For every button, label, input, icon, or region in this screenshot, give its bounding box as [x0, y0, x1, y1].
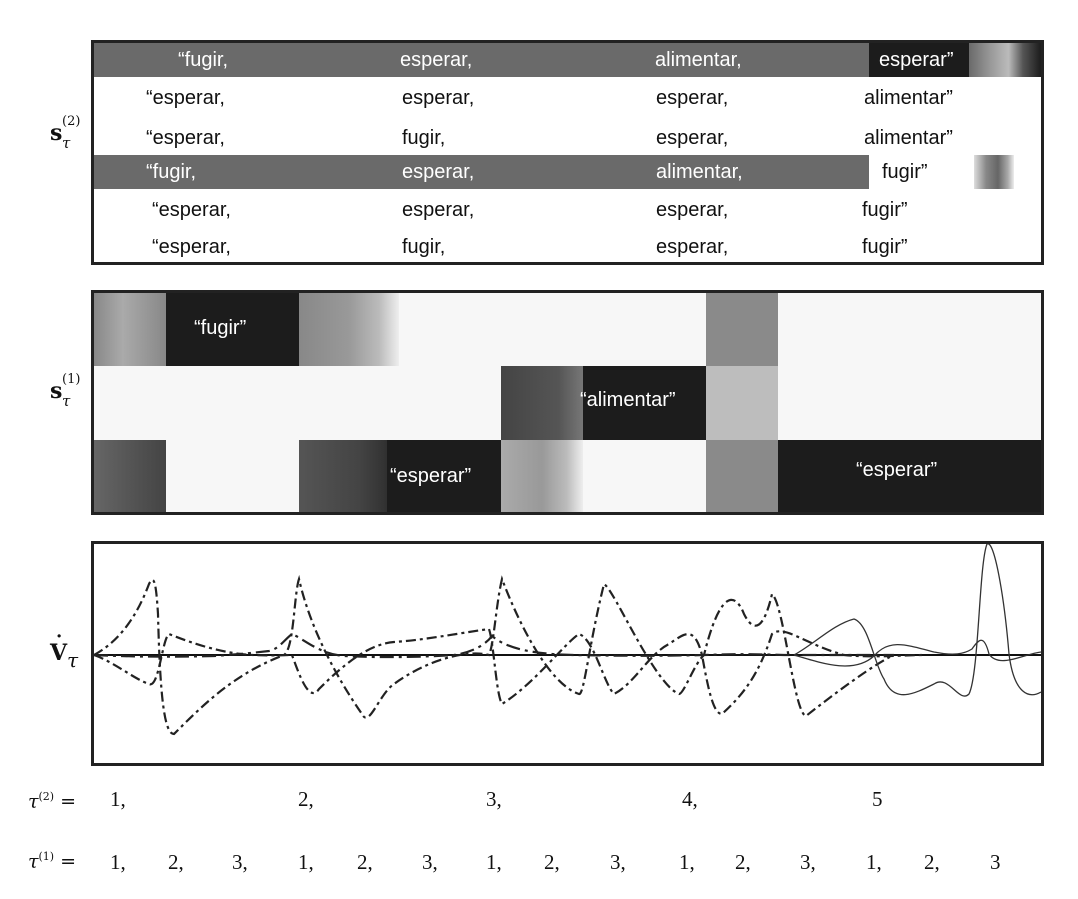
sequence-word: alimentar”: [864, 87, 953, 109]
sequence-row: “fugir, esperar, alimentar, esperar”: [94, 43, 1041, 77]
sequence-word: fugir,: [402, 236, 446, 258]
sequence-word: esperar,: [656, 87, 729, 109]
sequence-row: “esperar, fugir, esperar, alimentar”: [94, 121, 1041, 155]
cell: [166, 293, 299, 366]
trace-dashdot: [94, 632, 894, 659]
sequence-word: esperar,: [402, 161, 475, 183]
label-fugir: “fugir”: [194, 317, 247, 339]
row-band: [974, 155, 1014, 189]
tau1-value: 1,: [866, 850, 882, 874]
sequence-word: esperar,: [402, 87, 475, 109]
tau1-value: 3,: [232, 850, 248, 874]
tau1-value: 3: [990, 850, 1001, 874]
sequence-word: “fugir,: [146, 161, 197, 183]
sequence-row: “esperar, esperar, esperar, fugir”: [94, 193, 1041, 227]
cell: [706, 293, 778, 366]
sequence-word: fugir”: [882, 161, 928, 183]
sequence-word: “esperar,: [146, 87, 225, 109]
sequence-word: esperar,: [402, 199, 475, 221]
sequence-word: esperar,: [656, 127, 729, 149]
label-s2: s (2) τ: [50, 114, 81, 152]
sequence-word: fugir”: [862, 236, 908, 258]
tau2-value: 4,: [682, 787, 698, 811]
label-tau2: τ(2) =: [28, 790, 77, 813]
label-vdot: V · τ: [50, 626, 79, 672]
label-s1: s (1) τ: [50, 372, 81, 410]
tau1-value: 1,: [486, 850, 502, 874]
tau1-value: 1,: [679, 850, 695, 874]
cell: [94, 293, 166, 366]
sequence-word: esperar,: [656, 199, 729, 221]
cell: [583, 366, 706, 440]
row-band: [134, 193, 1019, 227]
tau1-value: 2,: [168, 850, 184, 874]
row-band: [134, 121, 1009, 155]
label-tau1: τ(1) =: [28, 850, 77, 873]
tau2-value: 2,: [298, 787, 314, 811]
tau2-value: 1,: [110, 787, 126, 811]
sequence-word: alimentar”: [864, 127, 953, 149]
sequence-row: “esperar, esperar, esperar, alimentar”: [94, 81, 1041, 115]
cell: [706, 440, 778, 512]
cell: [299, 440, 399, 512]
row-band: [134, 230, 1041, 262]
cell: [299, 293, 399, 366]
label-esperar: “esperar”: [390, 465, 472, 487]
row-band: [134, 81, 1029, 115]
label-esperar: “esperar”: [856, 459, 938, 481]
sequence-word: alimentar,: [656, 161, 743, 183]
row-band: [869, 155, 974, 189]
sequence-word: “esperar,: [152, 199, 231, 221]
traces-plot: [94, 544, 1041, 736]
cell: [501, 366, 583, 440]
panel-level1-states: “fugir” “alimentar” “esperar” “esperar”: [91, 290, 1044, 515]
tau1-value: 2,: [357, 850, 373, 874]
sequence-word: fugir”: [862, 199, 908, 221]
trace-dashdot: [94, 627, 925, 716]
tau1-value: 2,: [544, 850, 560, 874]
panel-velocity-traces: [91, 541, 1044, 766]
cell: [778, 440, 1041, 512]
tau2-value: 3,: [486, 787, 502, 811]
row-band: [969, 43, 1041, 77]
tau1-value: 1,: [298, 850, 314, 874]
row-band: [94, 43, 869, 77]
cell: [387, 440, 501, 512]
trace-dashdot: [94, 574, 895, 736]
sequence-word: esperar”: [879, 49, 954, 71]
cell: [94, 440, 166, 512]
sequence-row: “esperar, fugir, esperar, fugir”: [94, 230, 1041, 262]
tau1-value: 3,: [800, 850, 816, 874]
label-alimentar: “alimentar”: [580, 389, 676, 411]
sequence-word: “esperar,: [146, 127, 225, 149]
sequence-row: “fugir, esperar, alimentar, fugir”: [94, 155, 1041, 189]
tau2-value: 5: [872, 787, 883, 811]
sequence-word: alimentar,: [655, 49, 742, 71]
cell: [501, 440, 583, 512]
trace-solid: [793, 544, 1041, 697]
sequence-word: esperar,: [656, 236, 729, 258]
cell: [706, 366, 778, 440]
tau1-value: 2,: [924, 850, 940, 874]
sequence-word: “fugir,: [178, 49, 229, 71]
sequence-word: fugir,: [402, 127, 446, 149]
sequence-word: esperar,: [400, 49, 473, 71]
trace-solid: [793, 639, 1041, 667]
tau1-value: 3,: [610, 850, 626, 874]
row-band: [869, 43, 969, 77]
sequence-word: “esperar,: [152, 236, 231, 258]
row-band: [94, 155, 869, 189]
tau1-value: 3,: [422, 850, 438, 874]
panel-level2-sequences: “fugir, esperar, alimentar, esperar” “espera…: [91, 40, 1044, 265]
tau1-value: 1,: [110, 850, 126, 874]
tau1-value: 2,: [735, 850, 751, 874]
